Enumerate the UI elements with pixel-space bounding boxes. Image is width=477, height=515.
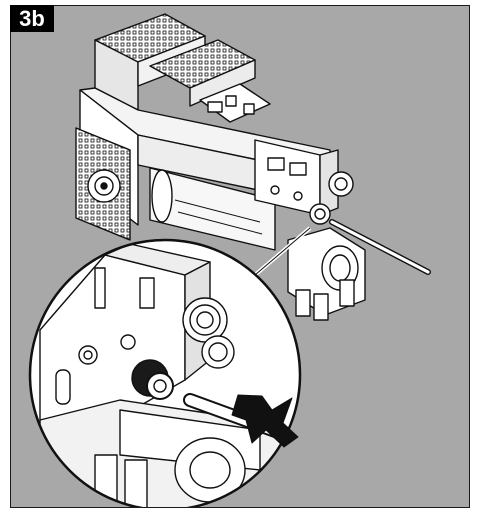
cable bbox=[329, 219, 431, 275]
gear-motor-unit bbox=[75, 13, 366, 321]
cable-gland bbox=[131, 359, 174, 400]
insertion-arrow bbox=[231, 394, 299, 448]
magnifier-circle bbox=[28, 238, 302, 507]
cable-gland bbox=[182, 297, 235, 369]
step-label: 3b bbox=[10, 5, 54, 32]
